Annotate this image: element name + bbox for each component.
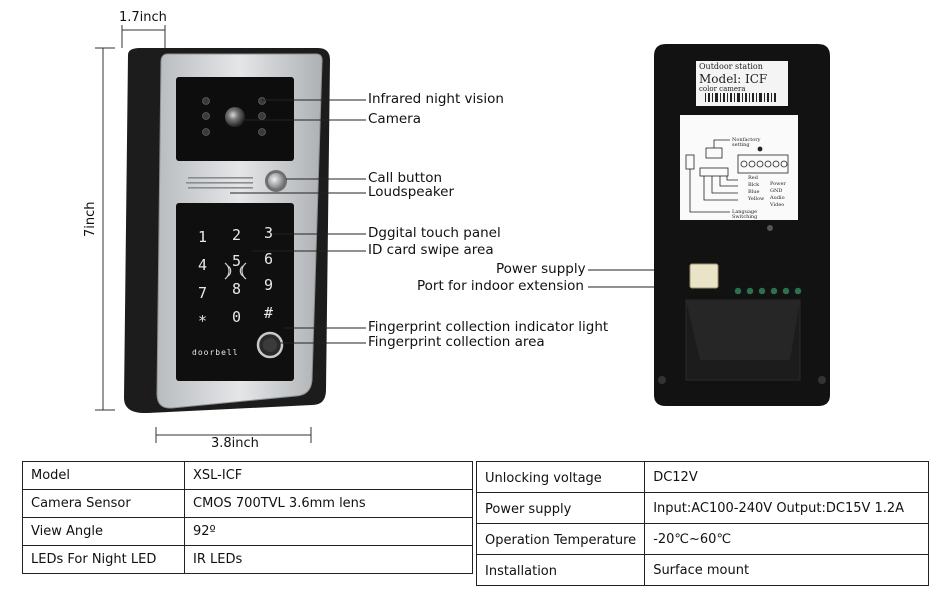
spec-value: 92º bbox=[184, 517, 473, 546]
sticker-line-2: Model: ICF bbox=[699, 72, 768, 86]
spec-value: Input:AC100-240V Output:DC15V 1.2A bbox=[644, 492, 929, 524]
spec-value: Surface mount bbox=[644, 554, 929, 586]
back-doorbell-unit bbox=[654, 44, 830, 406]
key-1: 1 bbox=[198, 228, 208, 246]
sticker-line-1: Outdoor station bbox=[699, 62, 763, 71]
wire-blue: Blue bbox=[748, 189, 760, 195]
height-dimension: 7inch bbox=[83, 201, 98, 237]
callout-call-button: Call button bbox=[368, 170, 443, 186]
nfc-icon bbox=[224, 262, 247, 280]
spec-value: CMOS 700TVL 3.6mm lens bbox=[184, 489, 473, 518]
spec-key: View Angle bbox=[22, 517, 185, 546]
key-6: 6 bbox=[264, 250, 274, 268]
spec-key: Camera Sensor bbox=[22, 489, 185, 518]
table-row: View Angle 92º bbox=[22, 517, 473, 546]
terminal-block-icon bbox=[734, 287, 802, 295]
dimension-lines bbox=[95, 25, 312, 443]
table-row: LEDs For Night LED IR LEDs bbox=[22, 545, 473, 574]
wiring-label bbox=[680, 115, 798, 220]
callout-fingerprint-area: Fingerprint collection area bbox=[368, 334, 545, 350]
key-hash: # bbox=[264, 304, 274, 322]
key-7: 7 bbox=[198, 284, 208, 302]
wire-black: Blck bbox=[748, 182, 760, 188]
call-button-icon bbox=[268, 173, 284, 189]
callout-loudspeaker: Loudspeaker bbox=[368, 184, 455, 200]
spec-table-left: Model XSL-ICF Camera Sensor CMOS 700TVL … bbox=[22, 461, 473, 574]
key-9: 9 bbox=[264, 276, 274, 294]
wire-red: Red bbox=[748, 175, 758, 181]
sticker-line-3: color camera bbox=[699, 85, 746, 93]
spec-value: -20℃~60℃ bbox=[644, 523, 929, 555]
spec-key: Power supply bbox=[475, 492, 646, 524]
key-4: 4 bbox=[198, 256, 208, 274]
callout-fingerprint-indicator: Fingerprint collection indicator light bbox=[368, 319, 609, 335]
key-2: 2 bbox=[232, 226, 242, 244]
spec-value: XSL-ICF bbox=[184, 461, 473, 490]
keypad-keys: 1 2 3 4 5 6 7 8 9 * 0 # doorbell bbox=[180, 222, 290, 362]
table-row: Power supply Input:AC100-240V Output:DC1… bbox=[475, 492, 929, 524]
spec-key: LEDs For Night LED bbox=[22, 545, 185, 574]
spec-key: Operation Temperature bbox=[475, 523, 646, 555]
callout-infrared-night-vision: Infrared night vision bbox=[368, 91, 504, 107]
table-row: Model XSL-ICF bbox=[22, 461, 473, 490]
key-0: 0 bbox=[232, 308, 242, 326]
model-sticker-text: Outdoor station Model: ICF color camera bbox=[699, 63, 787, 93]
callout-touch-panel: Dggital touch panel bbox=[368, 225, 501, 241]
callout-power-supply: Power supply bbox=[496, 261, 586, 277]
infrared-led-icons bbox=[202, 97, 266, 136]
key-3: 3 bbox=[264, 224, 274, 242]
spec-key: Unlocking voltage bbox=[475, 461, 646, 493]
wire-yellow: Yellow bbox=[748, 196, 765, 202]
spec-value: DC12V bbox=[644, 461, 929, 493]
brand-logo: doorbell bbox=[192, 348, 239, 357]
top-width-dimension: 1.7inch bbox=[119, 10, 167, 25]
spec-key: Installation bbox=[475, 554, 646, 586]
spec-key: Model bbox=[22, 461, 185, 490]
power-connector-icon bbox=[689, 263, 719, 289]
callout-indoor-extension-port: Port for indoor extension bbox=[417, 278, 584, 294]
wire-audio: Audio bbox=[770, 195, 785, 201]
wiring-schematic bbox=[685, 139, 789, 213]
loudspeaker-grille-icon bbox=[186, 177, 253, 189]
wire-power: Power bbox=[770, 181, 786, 187]
language-switching-label: Language Switching bbox=[732, 209, 758, 220]
spec-value: IR LEDs bbox=[184, 545, 473, 574]
camera-lens-icon bbox=[225, 107, 245, 127]
barcode-icon bbox=[705, 93, 776, 102]
wire-gnd: GND bbox=[770, 188, 783, 194]
key-star: * bbox=[198, 312, 208, 330]
callout-camera: Camera bbox=[368, 111, 421, 127]
table-row: Operation Temperature -20℃~60℃ bbox=[475, 523, 929, 555]
key-8: 8 bbox=[232, 280, 242, 298]
wire-video: Video bbox=[770, 202, 785, 208]
nonfactory-setting-label: Nonfactory setting bbox=[732, 137, 761, 148]
front-doorbell-unit bbox=[124, 48, 330, 414]
table-row: Unlocking voltage DC12V bbox=[475, 461, 929, 493]
front-callout-lines bbox=[230, 99, 366, 344]
table-row: Installation Surface mount bbox=[475, 554, 929, 586]
callout-id-card-area: ID card swipe area bbox=[368, 242, 494, 258]
key-5: 5 bbox=[232, 252, 242, 270]
spec-table-right: Unlocking voltage DC12V Power supply Inp… bbox=[475, 461, 929, 586]
bottom-width-dimension: 3.8inch bbox=[211, 436, 259, 451]
table-row: Camera Sensor CMOS 700TVL 3.6mm lens bbox=[22, 489, 473, 518]
